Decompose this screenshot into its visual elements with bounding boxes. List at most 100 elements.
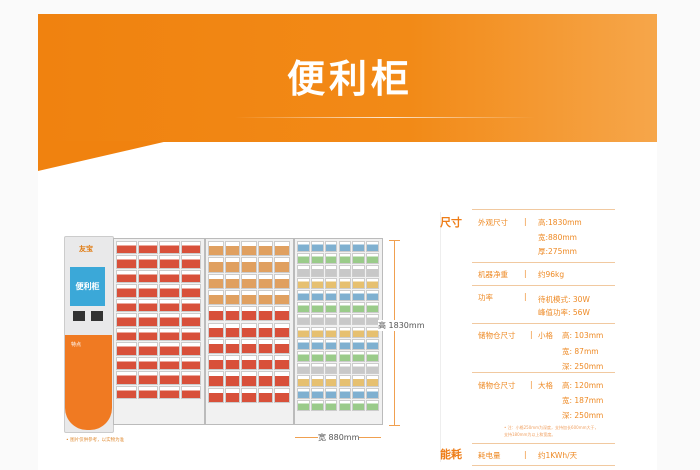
locker-cell [274,273,290,289]
spec-type: 小格 [538,331,553,340]
locker-cell [257,289,274,306]
locker-cell [338,375,352,387]
machine-screen: 便利柜 [70,267,105,306]
spec-label: 功率 [478,293,493,302]
width-label: 宽 880mm [318,432,360,443]
locker-cell [116,298,137,313]
locker-cell [257,306,274,322]
locker-cell [224,257,241,273]
locker-cell [137,342,158,356]
spec-value: 宽: 187mm [562,396,604,405]
separator: | [524,450,527,459]
separator: | [524,269,527,278]
locker-cell [310,289,324,302]
locker-cell [274,241,290,257]
locker-cell [241,371,257,387]
locker-cell [159,371,180,385]
locker-cell [224,355,241,371]
locker-cell [224,241,241,257]
spec-label: 外观尺寸 [478,218,508,227]
spec-value: 约96kg [538,270,565,279]
locker-cell [297,350,310,363]
locker-cell [324,399,338,411]
brand-logo: 友宝 [79,245,93,253]
locker-cell [338,326,352,338]
locker-cell [324,277,338,289]
locker-cell [297,302,310,314]
locker-cell [241,338,257,355]
dimension-tick [389,425,400,426]
locker-cell [224,371,241,387]
locker-cell [338,314,352,326]
locker-cell [310,265,324,277]
locker-cell [352,387,366,399]
locker-cell [324,314,338,326]
locker-cell [257,355,274,371]
locker-cell [310,387,324,399]
spec-value: 深: 250mm [562,411,604,420]
locker-cell [224,289,241,306]
locker-cell [208,306,224,322]
locker-cell [208,338,224,355]
locker-cell [224,322,241,338]
divider [472,372,615,373]
locker-cell [180,385,201,399]
locker-cell [137,241,158,255]
locker-cell [338,241,352,253]
locker-cell [352,265,366,277]
footnote: • 注：小格250mm为深度，支持加长600mm大于， [504,425,599,430]
locker-cell [241,355,257,371]
divider [472,443,615,444]
locker-cell [338,338,352,350]
locker-cell [208,289,224,306]
divider [472,323,615,324]
locker-cell [338,289,352,302]
page-title: 便利柜 [286,57,413,101]
locker-cell [297,387,310,399]
locker-cell [352,277,366,289]
locker-cell [257,387,274,403]
locker-cell [338,350,352,363]
locker-cell [352,253,366,265]
locker-cell [366,363,379,375]
locker-cell [241,306,257,322]
locker-cell [274,257,290,273]
spec-value: 峰值功率: 56W [538,308,590,317]
locker-cell [324,241,338,253]
locker-cell [137,255,158,269]
locker-cell [180,241,201,255]
locker-cell [297,289,310,302]
locker-cell [159,342,180,356]
locker-cell [137,327,158,342]
locker-cell [137,371,158,385]
locker-cell [137,298,158,313]
locker-cell [324,350,338,363]
locker-cell [241,241,257,257]
locker-cell [159,241,180,255]
banner-notch [38,141,168,171]
locker-cell [297,399,310,411]
locker-cell [274,371,290,387]
feature-label: 特点 [71,342,82,348]
locker-cell [116,327,137,342]
locker-cell [274,387,290,403]
locker-cell [352,350,366,363]
locker-cell [257,273,274,289]
spec-label: 耗电量 [478,451,501,460]
locker-cell [366,326,379,338]
locker-cell [257,241,274,257]
locker-cell [338,277,352,289]
locker-cell [324,375,338,387]
locker-cell [324,326,338,338]
locker-cell [116,284,137,298]
locker-cell [352,338,366,350]
divider [472,262,615,263]
locker-cell [159,327,180,342]
locker-cell [366,387,379,399]
locker-cell [159,385,180,399]
locker-cell [310,253,324,265]
locker-cell [310,350,324,363]
locker-cell [366,399,379,411]
locker-cell [274,322,290,338]
image-note: • 图片仅供参考，以实物为准 [66,438,125,443]
